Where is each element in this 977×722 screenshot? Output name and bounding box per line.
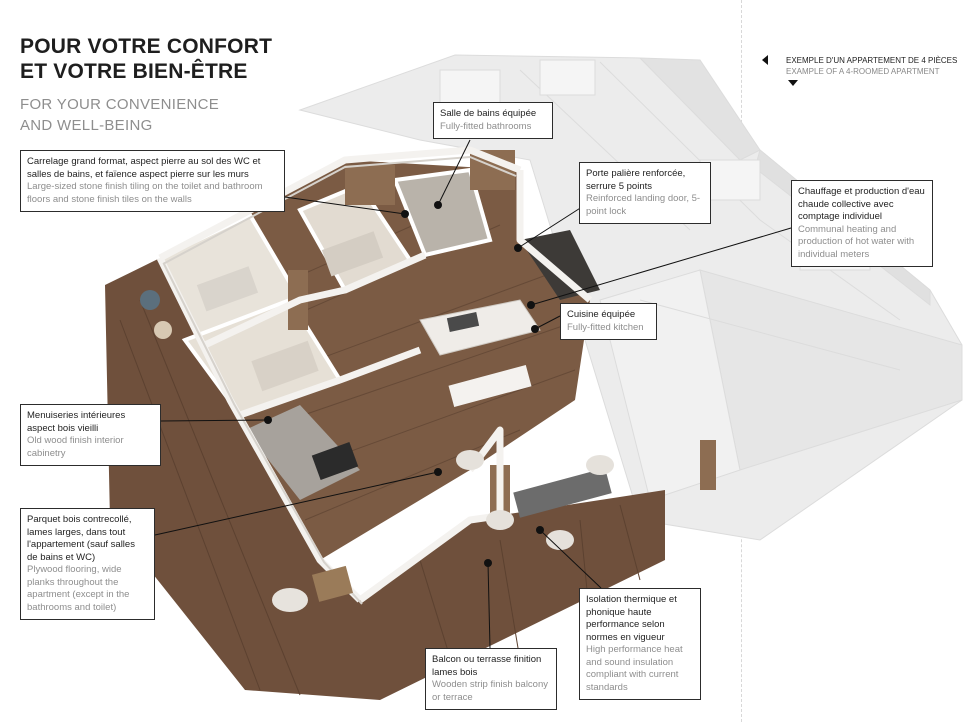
title-line-1: POUR VOTRE CONFORT (20, 35, 273, 58)
callout-insulation: Isolation thermique et phonique haute pe… (579, 588, 701, 700)
callout-kitchen-en: Fully-fitted kitchen (567, 321, 644, 333)
subtitle-line-1: FOR YOUR CONVENIENCE (20, 96, 220, 113)
callout-door-en: Reinforced landing door, 5-point lock (586, 193, 701, 217)
callout-kitchen-fr: Cuisine équipée (567, 309, 636, 320)
callout-tiling: Carrelage grand format, aspect pierre au… (20, 150, 285, 212)
bathroom-dot (434, 201, 442, 209)
callout-flooring-fr: Parquet bois contrecollé, lames larges, … (27, 514, 135, 563)
callout-bathrooms-en: Fully-fitted bathrooms (440, 120, 532, 132)
terrace-floor (105, 258, 665, 700)
callout-heating-en: Communal heating and production of hot w… (798, 223, 915, 260)
callout-tiling-en: Large-sized stone finish tiling on the t… (27, 181, 263, 205)
insulation-dot (536, 526, 544, 534)
callout-leader-lines (154, 139, 792, 649)
heating-dot (527, 301, 535, 309)
callout-heating-fr: Chauffage et production d'eau chaude col… (798, 186, 925, 222)
callout-bathrooms: Salle de bains équipée Fully-fitted bath… (433, 102, 553, 139)
tiling-dot (401, 210, 409, 218)
callout-flooring-en: Plywood flooring, wide planks throughout… (27, 564, 130, 613)
callout-balcony: Balcon ou terrasse finition lames bois W… (425, 648, 557, 710)
terrace-furniture (140, 290, 614, 612)
callout-joinery: Menuiseries intérieures aspect bois viei… (20, 404, 161, 466)
flooring-dot (434, 468, 442, 476)
arrow-down-icon (788, 80, 798, 86)
subtitle-line-2: AND WELL-BEING (20, 117, 153, 134)
callout-joinery-fr: Menuiseries intérieures aspect bois viei… (27, 410, 126, 434)
callout-joinery-en: Old wood finish interior cabinetry (27, 435, 124, 459)
page-title: POUR VOTRE CONFORT ET VOTRE BIEN-ÊTRE (20, 34, 272, 84)
callout-landing-door: Porte palière renforcée, serrure 5 point… (579, 162, 711, 224)
interior-rooms (156, 146, 716, 605)
example-fr: EXEMPLE D'UN APPARTEMENT DE 4 PIÈCES (786, 56, 958, 65)
callout-balcony-en: Wooden strip finish balcony or terrace (432, 679, 548, 703)
callout-tiling-fr: Carrelage grand format, aspect pierre au… (27, 156, 261, 180)
callout-insulation-en: High performance heat and sound insulati… (586, 644, 683, 693)
example-caption: EXEMPLE D'UN APPARTEMENT DE 4 PIÈCES EXA… (786, 55, 957, 77)
callout-kitchen: Cuisine équipée Fully-fitted kitchen (560, 303, 657, 340)
balcony-dot (484, 559, 492, 567)
door-dot (514, 244, 522, 252)
example-en: EXAMPLE OF A 4-ROOMED APARTMENT (786, 67, 940, 76)
page-subtitle: FOR YOUR CONVENIENCE AND WELL-BEING (20, 94, 219, 136)
callout-heating: Chauffage et production d'eau chaude col… (791, 180, 933, 267)
arrow-left-icon (762, 55, 768, 65)
callout-door-fr: Porte palière renforcée, serrure 5 point… (586, 168, 686, 192)
callout-balcony-fr: Balcon ou terrasse finition lames bois (432, 654, 542, 678)
kitchen-dot (531, 325, 539, 333)
callout-flooring: Parquet bois contrecollé, lames larges, … (20, 508, 155, 620)
callout-bathrooms-fr: Salle de bains équipée (440, 108, 537, 119)
callout-insulation-fr: Isolation thermique et phonique haute pe… (586, 594, 677, 643)
joinery-dot (264, 416, 272, 424)
title-line-2: ET VOTRE BIEN-ÊTRE (20, 60, 248, 83)
